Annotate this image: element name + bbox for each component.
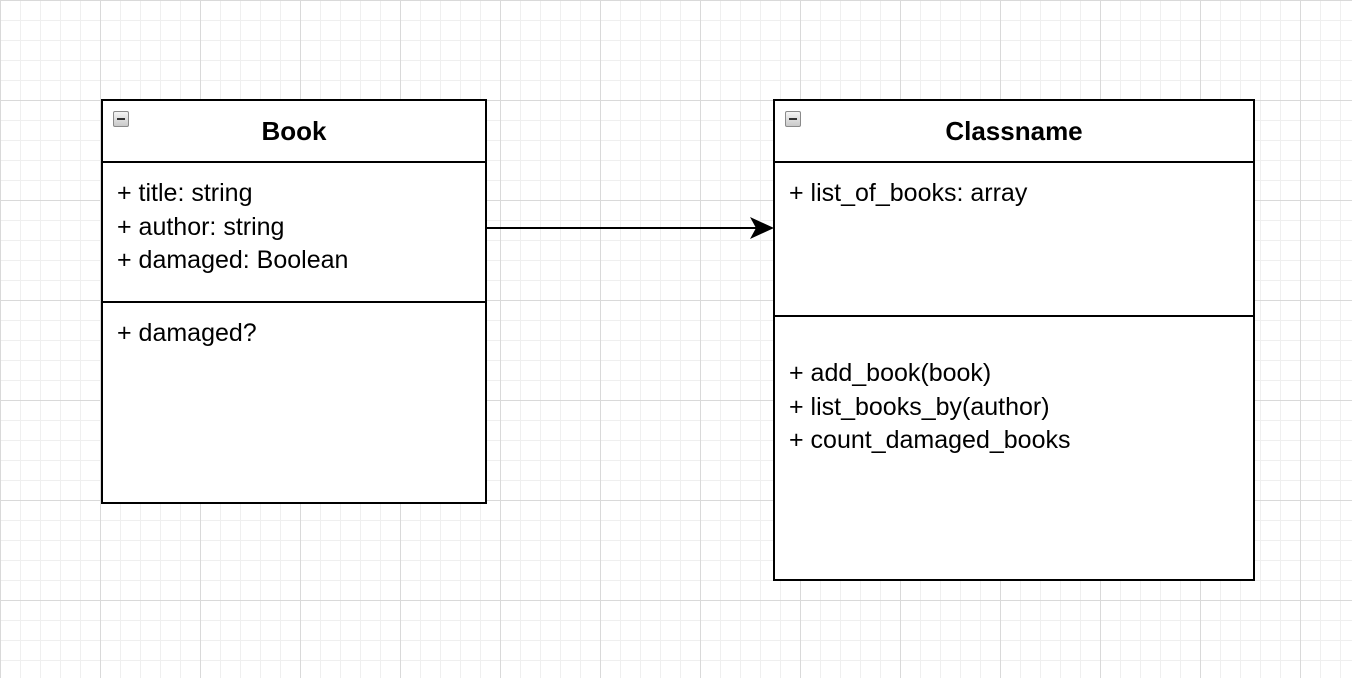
attributes-section-book[interactable]: + title: string + author: string + damag…: [103, 163, 485, 303]
method-list-books-by: + list_books_by(author): [789, 392, 1050, 421]
attribute-author: + author: string: [117, 212, 285, 241]
class-box-classname[interactable]: Classname + list_of_books: array + add_b…: [773, 99, 1255, 581]
class-header-book[interactable]: Book: [103, 101, 485, 163]
class-box-book[interactable]: Book + title: string + author: string + …: [101, 99, 487, 504]
method-count-damaged-books: + count_damaged_books: [789, 426, 1071, 454]
attributes-section-classname[interactable]: + list_of_books: array: [775, 163, 1253, 317]
method-damaged: + damaged?: [117, 319, 257, 347]
collapse-minus-icon[interactable]: [785, 111, 801, 127]
methods-section-classname[interactable]: + add_book(book) + list_books_by(author)…: [775, 317, 1253, 458]
attribute-list-of-books: + list_of_books: array: [789, 179, 1028, 207]
arrowhead-icon: [750, 217, 774, 239]
class-name-book: Book: [261, 115, 327, 146]
class-header-classname[interactable]: Classname: [775, 101, 1253, 163]
method-add-book: + add_book(book): [789, 359, 992, 387]
class-name-classname: Classname: [945, 115, 1083, 146]
methods-section-book[interactable]: + damaged?: [103, 303, 485, 351]
collapse-minus-icon[interactable]: [113, 111, 129, 127]
attribute-damaged: + damaged: Boolean: [117, 246, 349, 274]
attribute-title: + title: string: [117, 179, 253, 207]
